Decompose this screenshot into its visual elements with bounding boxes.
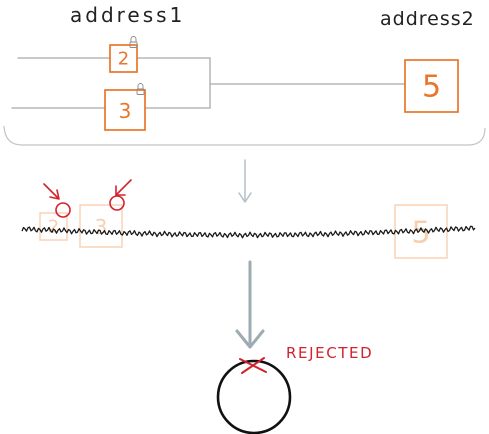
address2-label: address2 xyxy=(380,8,475,30)
rejected-label: REJECTED xyxy=(286,344,373,362)
lock-icon xyxy=(129,36,138,48)
faded-transaction: 2 3 5 xyxy=(39,204,448,259)
tray-bracket xyxy=(3,125,486,146)
faded-output-value: 5 xyxy=(411,216,430,251)
top-transaction: 2 3 5 xyxy=(11,36,459,131)
red-circle-icon xyxy=(109,195,125,211)
circle-icon xyxy=(216,359,292,434)
input-b-value: 3 xyxy=(119,99,132,123)
lock-icon xyxy=(136,83,145,95)
faded-input-box-a: 2 xyxy=(39,212,68,241)
arrow-down-icon xyxy=(235,260,265,349)
red-arrow-icon xyxy=(115,179,132,196)
address1-label: address1 xyxy=(70,3,185,27)
output-value: 5 xyxy=(422,70,441,105)
red-arrow-icon xyxy=(43,183,60,200)
faded-input-box-b: 3 xyxy=(79,204,123,248)
output-box: 5 xyxy=(404,59,459,113)
arrow-down-icon xyxy=(238,159,252,203)
faded-input-b-value: 3 xyxy=(95,215,108,239)
input-box-a: 2 xyxy=(109,44,138,73)
input-box-b: 3 xyxy=(104,89,146,131)
red-x-icon xyxy=(239,357,267,374)
red-circle-icon xyxy=(55,202,71,218)
input-a-value: 2 xyxy=(118,49,129,70)
wavy-wire xyxy=(21,225,476,239)
faded-input-a-value: 2 xyxy=(48,217,59,238)
